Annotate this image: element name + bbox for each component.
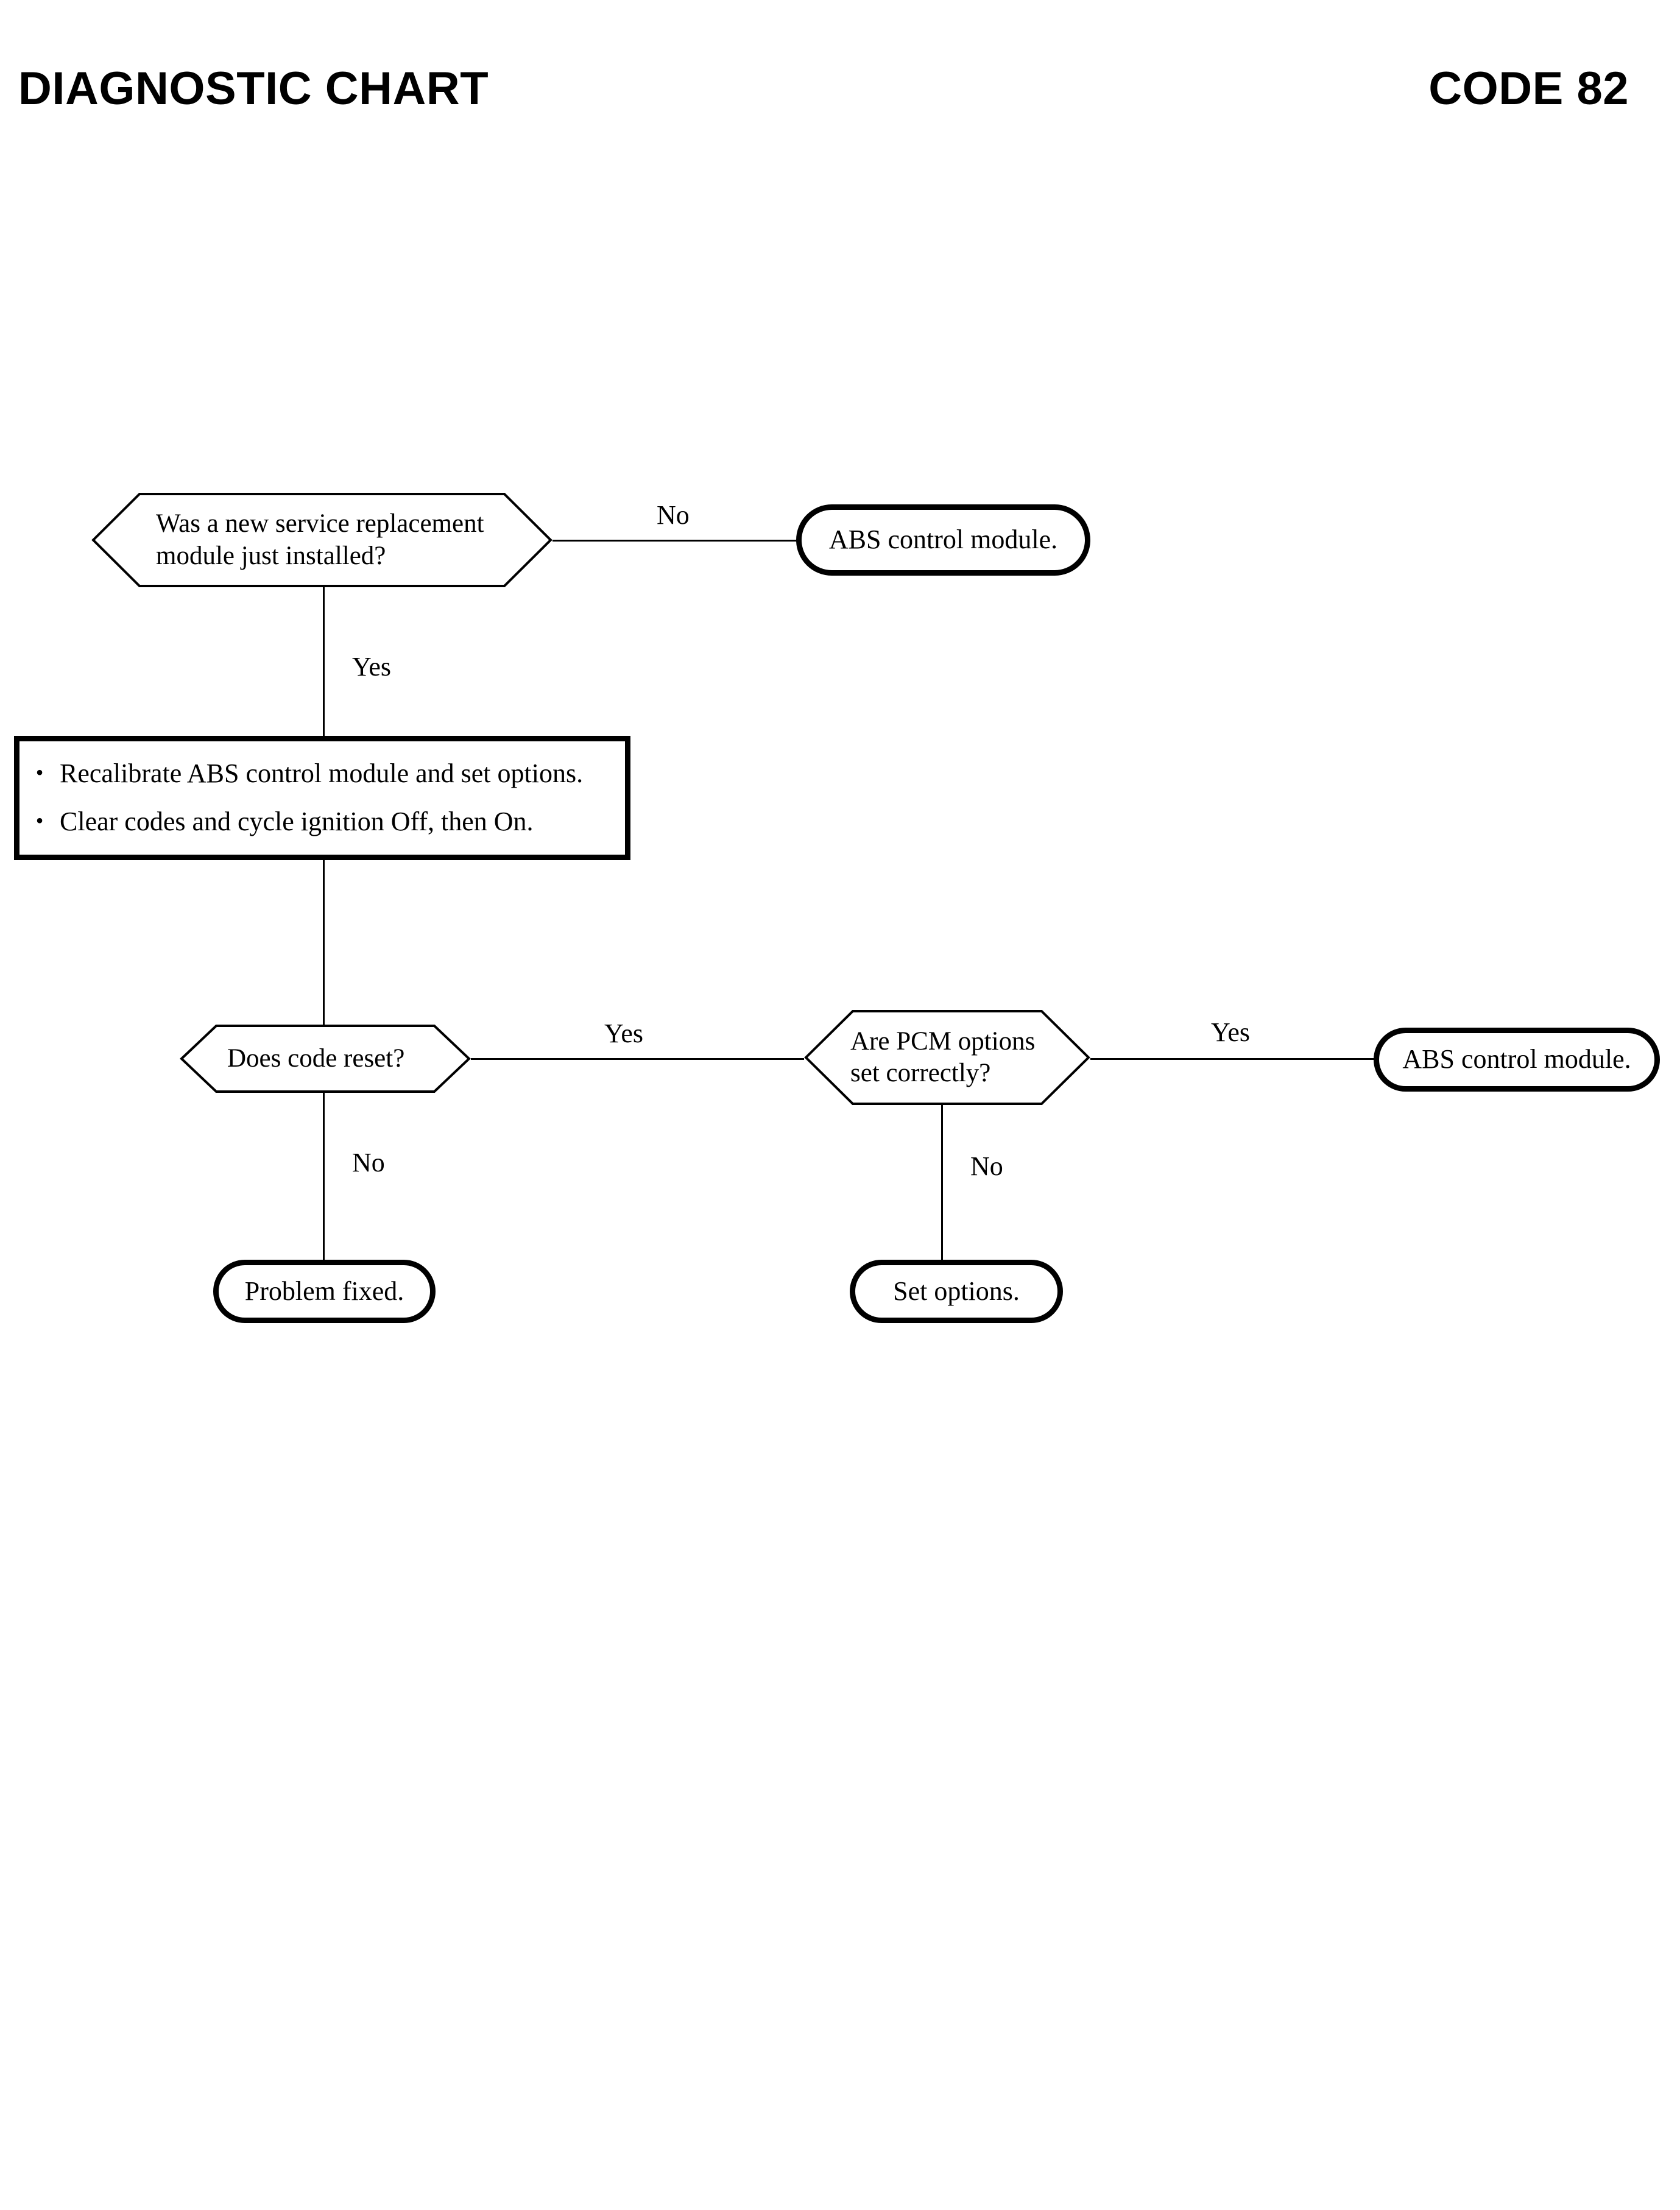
bullet-marker-icon: • (35, 760, 44, 785)
decision-label-line1: Are PCM options (850, 1026, 1036, 1056)
terminal-set-options[interactable]: Set options. (850, 1260, 1063, 1323)
terminal-abs-control-module-top[interactable]: ABS control module. (796, 504, 1090, 576)
decision-label: Does code reset? (180, 1024, 471, 1093)
hexagon-outline (91, 492, 552, 588)
process-recalibrate-and-clear[interactable]: • Recalibrate ABS control module and set… (14, 736, 630, 860)
decision-label-line1: Was a new service replacement (156, 509, 484, 538)
terminal-label: ABS control module. (828, 524, 1058, 555)
diagnostic-code-label: CODE 82 (1428, 63, 1629, 115)
branch-label-no: No (970, 1151, 1003, 1181)
process-bullet-2: Clear codes and cycle ignition Off, then… (60, 807, 534, 836)
hexagon-outline (804, 1009, 1090, 1106)
decision-label: Was a new service replacement module jus… (91, 492, 552, 588)
branch-label-no: No (657, 500, 690, 530)
terminal-label: Problem fixed. (244, 1276, 404, 1306)
terminal-label: ABS control module. (1402, 1044, 1631, 1075)
terminal-abs-control-module-right[interactable]: ABS control module. (1374, 1028, 1660, 1092)
bullet-marker-icon: • (35, 808, 44, 833)
decision-label-line2: module just installed? (156, 541, 386, 570)
branch-label-yes: Yes (1211, 1017, 1251, 1047)
decision-label-line1: Does code reset? (227, 1043, 405, 1073)
page-title: DIAGNOSTIC CHART (18, 63, 489, 115)
connector-q3-to-set-options (941, 1104, 943, 1261)
branch-label-yes: Yes (352, 652, 392, 682)
decision-label-line2: set correctly? (850, 1059, 991, 1087)
connector-process-to-q2 (323, 859, 325, 1025)
hexagon-outline (180, 1024, 471, 1093)
connector-q2-to-problem-fixed (323, 1092, 325, 1261)
connector-q2-to-q3 (471, 1058, 804, 1060)
connector-q3-to-abs-module (1090, 1058, 1375, 1060)
decision-does-code-reset[interactable]: Does code reset? (180, 1024, 471, 1093)
process-bullet-1: Recalibrate ABS control module and set o… (60, 758, 584, 789)
connector-q1-to-abs-module (552, 540, 796, 542)
process-bullet-item: • Recalibrate ABS control module and set… (19, 750, 625, 798)
decision-pcm-options-set-correctly[interactable]: Are PCM options set correctly? (804, 1009, 1090, 1106)
decision-new-service-module[interactable]: Was a new service replacement module jus… (91, 492, 552, 588)
connector-q1-to-process (323, 587, 325, 737)
branch-label-yes: Yes (604, 1019, 644, 1048)
decision-label: Are PCM options set correctly? (804, 1009, 1090, 1106)
process-bullet-item: • Clear codes and cycle ignition Off, th… (19, 798, 625, 846)
branch-label-no: No (352, 1148, 385, 1177)
terminal-problem-fixed[interactable]: Problem fixed. (213, 1260, 436, 1323)
terminal-label: Set options. (893, 1276, 1020, 1306)
